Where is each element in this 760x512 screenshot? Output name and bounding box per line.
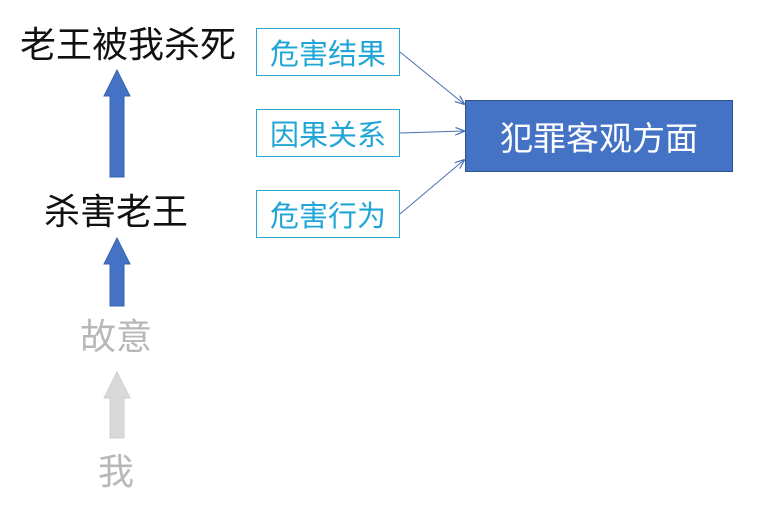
tag-harm-result: 危害结果 bbox=[256, 28, 400, 76]
node-intent: 故意 bbox=[80, 317, 153, 358]
node-action: 杀害老王 bbox=[44, 192, 189, 233]
arrow-up-intent-to-action bbox=[103, 236, 131, 307]
tag-harm-act-label: 危害行为 bbox=[269, 199, 386, 233]
connector-causality bbox=[399, 131, 464, 133]
tag-harm-act: 危害行为 bbox=[256, 190, 400, 238]
tag-causality-label: 因果关系 bbox=[269, 118, 386, 152]
target-label: 犯罪客观方面 bbox=[500, 119, 698, 158]
node-result: 老王被我杀死 bbox=[20, 25, 237, 66]
arrow-up-self-to-intent bbox=[103, 370, 131, 439]
target-box: 犯罪客观方面 bbox=[465, 100, 733, 172]
connector-harm-act bbox=[399, 160, 464, 215]
tag-harm-result-label: 危害结果 bbox=[269, 37, 386, 71]
connector-harm-result bbox=[399, 51, 464, 104]
node-self: 我 bbox=[98, 452, 135, 493]
tag-causality: 因果关系 bbox=[256, 109, 400, 157]
arrow-up-action-to-result bbox=[103, 68, 131, 178]
